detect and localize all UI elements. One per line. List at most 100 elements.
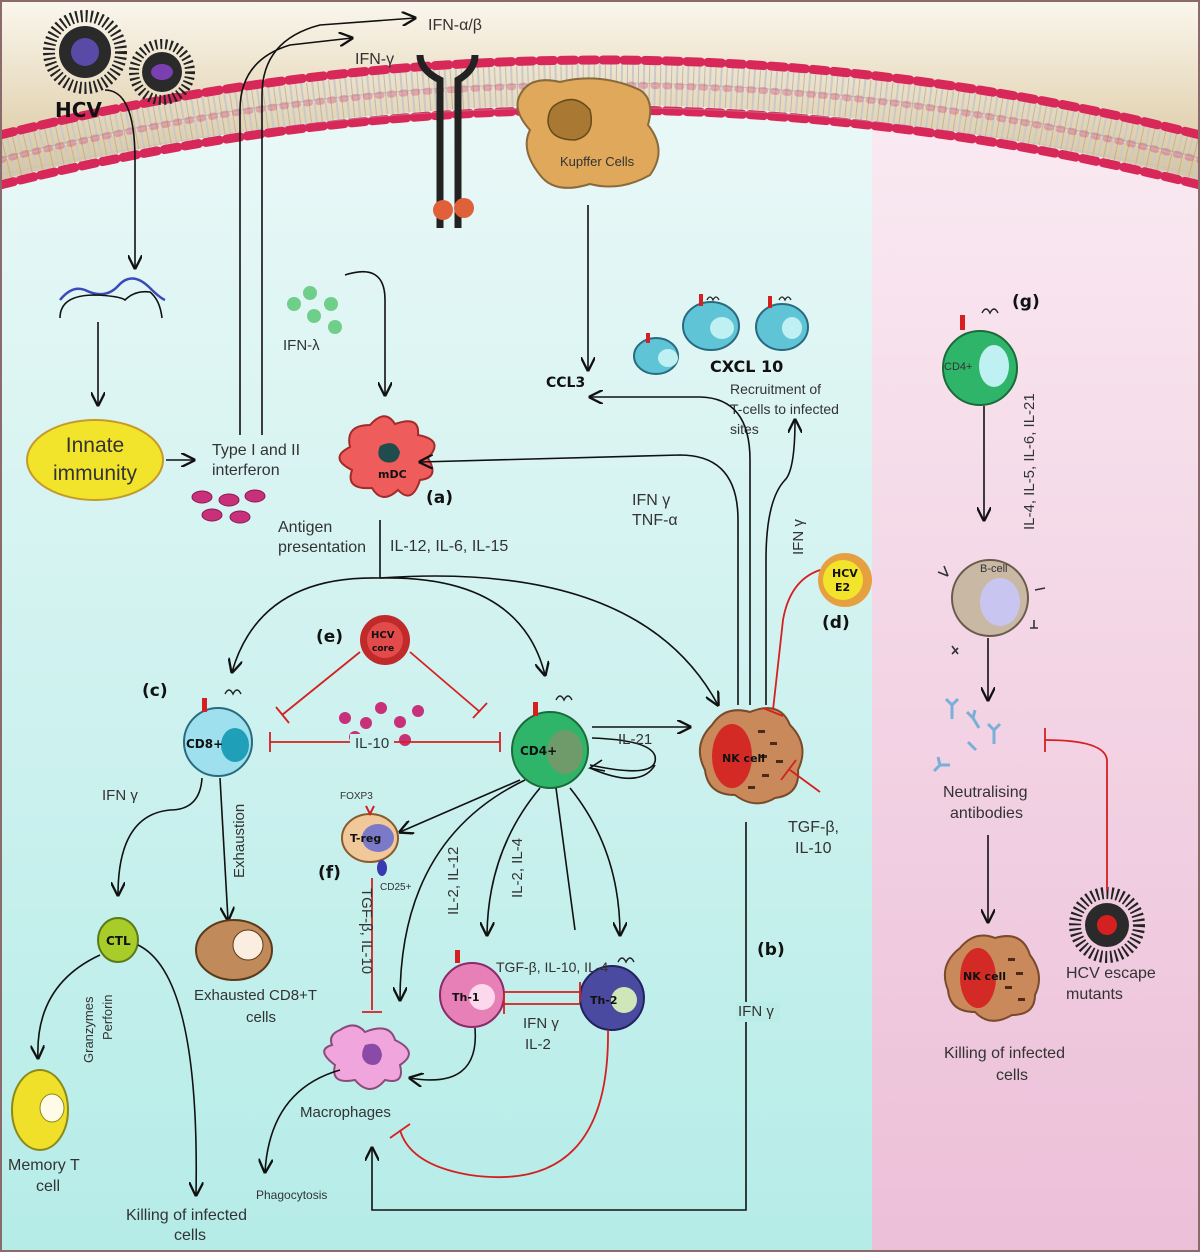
mdc-cell <box>338 415 436 498</box>
il10-label: IL-10 <box>355 735 389 752</box>
bcell <box>937 559 1046 655</box>
panel-b: (b) <box>757 940 785 960</box>
th-tgf-label: TGF-β, IL-10, IL-4 <box>496 959 609 975</box>
killing-right-label-1: Killing of infected <box>944 1045 1065 1062</box>
macrophage-cell <box>323 1024 410 1090</box>
tgf-il10-label-1: TGF-β, <box>788 819 839 836</box>
innate-label-1: Innate <box>66 434 124 457</box>
perforin-label: Perforin <box>100 994 115 1040</box>
nk-to-ccl3-arrow <box>590 397 751 705</box>
hcv-e2-label-1: HCV <box>832 567 858 580</box>
g-cd4-cell <box>942 308 1018 406</box>
nk-label: NK cell <box>722 752 765 765</box>
panel-g: (g) <box>1012 292 1040 312</box>
hcv-core-label-2: core <box>372 644 394 654</box>
il2-il12-label: IL-2, IL-12 <box>445 847 462 915</box>
ifn-ab-label: IFN-α/β <box>428 17 482 34</box>
antigen-to-cd4-arrow <box>379 577 545 675</box>
ctl-cell <box>97 917 139 963</box>
cd8-to-ctl-arrow <box>118 777 203 895</box>
memory-label-2: cell <box>36 1178 60 1195</box>
cd8-to-exhausted-arrow <box>219 777 228 920</box>
hcv-virion-1 <box>43 10 127 94</box>
innate-immunity-node <box>26 419 164 501</box>
t-cells-cluster <box>633 294 809 375</box>
granzymes-label: Granzymes <box>81 996 96 1063</box>
th2-to-macrophage-inhibition <box>399 1029 609 1179</box>
hcv-entry-arrow <box>104 89 135 268</box>
antigen-label-2: presentation <box>278 539 366 556</box>
hcv-e2-inhibition <box>772 569 821 711</box>
treg-label: T-reg <box>350 832 381 845</box>
panel-f: (f) <box>318 863 341 883</box>
ifng-cd8-label: IFN γ <box>102 787 138 804</box>
treg-cell <box>341 805 399 876</box>
antigen-label-1: Antigen <box>278 519 332 536</box>
th2-label: Th-2 <box>590 994 618 1007</box>
recruit-label-1: Recruitment of <box>730 381 821 397</box>
neutralising-antibodies-icon <box>932 697 1002 773</box>
hcv-e2-label-2: E2 <box>835 581 850 594</box>
macrophage-to-phagocytosis-arrow <box>265 1069 341 1172</box>
th2-cell <box>579 957 645 1031</box>
hcv-core-label-1: HCV <box>371 630 395 641</box>
nk-cell <box>698 707 804 805</box>
exhausted-label-1: Exhausted CD8+T <box>194 987 317 1004</box>
il21-label: IL-21 <box>618 731 652 748</box>
killing-right-label-2: cells <box>996 1067 1028 1084</box>
exhausted-label-2: cells <box>246 1009 276 1026</box>
antigen-to-nk-arrow <box>379 575 718 705</box>
panel-d: (d) <box>822 613 850 633</box>
interferon-to-ifng-arrow <box>239 38 352 435</box>
escape-label-1: HCV escape <box>1066 965 1156 982</box>
cd8-label: CD8+ <box>186 737 223 751</box>
viral-rna <box>59 277 166 302</box>
tgf-vertical-label: TGF-β, IL-10 <box>358 888 375 974</box>
escape-label-2: mutants <box>1066 986 1123 1003</box>
neut-label-2: antibodies <box>950 805 1023 822</box>
nk-to-mdc-arrow <box>420 454 739 705</box>
tgf-il10-label-2: IL-10 <box>795 840 832 857</box>
th1-cell <box>439 950 505 1028</box>
g-il-label: IL-4, IL-5, IL-6, IL-21 <box>1021 393 1038 530</box>
innate-label-2: immunity <box>53 462 138 485</box>
interferon-to-ifnab-arrow <box>261 18 415 435</box>
th-ifng-label-1: IFN γ <box>523 1015 559 1032</box>
ifng-vertical-label: IFN γ <box>790 519 807 555</box>
ifn-lambda-label: IFN-λ <box>283 337 320 354</box>
hcv-label: HCV <box>55 98 102 122</box>
cd25-label: CD25+ <box>380 882 412 893</box>
core-to-cd4-inhibition <box>409 651 481 713</box>
nk-to-cxcl10-arrow <box>765 420 795 705</box>
th-ifng-label-2: IL-2 <box>525 1036 551 1053</box>
macrophages-label: Macrophages <box>300 1104 391 1121</box>
nk-right-label: NK cell <box>963 970 1006 983</box>
ifng-tnf-label-1: IFN γ <box>632 492 670 509</box>
exhausted-cd8-cell <box>195 919 273 981</box>
panel-e: (e) <box>316 627 343 647</box>
panel-a: (a) <box>426 488 453 508</box>
cxcl10-label: CXCL 10 <box>710 357 783 376</box>
cd4-to-treg-arrow <box>400 779 521 832</box>
ifn-lambda-molecules <box>287 286 342 334</box>
cd4-cell <box>511 695 589 789</box>
il12-il6-il15-label: IL-12, IL-6, IL-15 <box>390 538 508 555</box>
right-panel-bg <box>872 0 1200 1252</box>
neut-label-1: Neutralising <box>943 784 1027 801</box>
ifng-tnf-label-2: TNF-α <box>632 512 678 529</box>
recruit-label-2: T-cells to infected <box>730 401 839 417</box>
ctl-label: CTL <box>106 934 131 948</box>
exhaustion-label: Exhaustion <box>231 804 248 878</box>
th1-label: Th-1 <box>452 991 480 1004</box>
kupffer-cell <box>516 77 660 189</box>
killing-left-label-1: Killing of infected <box>126 1207 247 1224</box>
hcv-virion-2 <box>129 39 195 105</box>
foxp3-label: FOXP3 <box>340 791 373 802</box>
hcv-escape-mutant <box>1069 887 1145 963</box>
ifn-g-top-label: IFN-γ <box>355 51 394 68</box>
ifn-lambda-to-mdc-arrow <box>344 270 385 395</box>
hcv-core <box>360 615 410 665</box>
